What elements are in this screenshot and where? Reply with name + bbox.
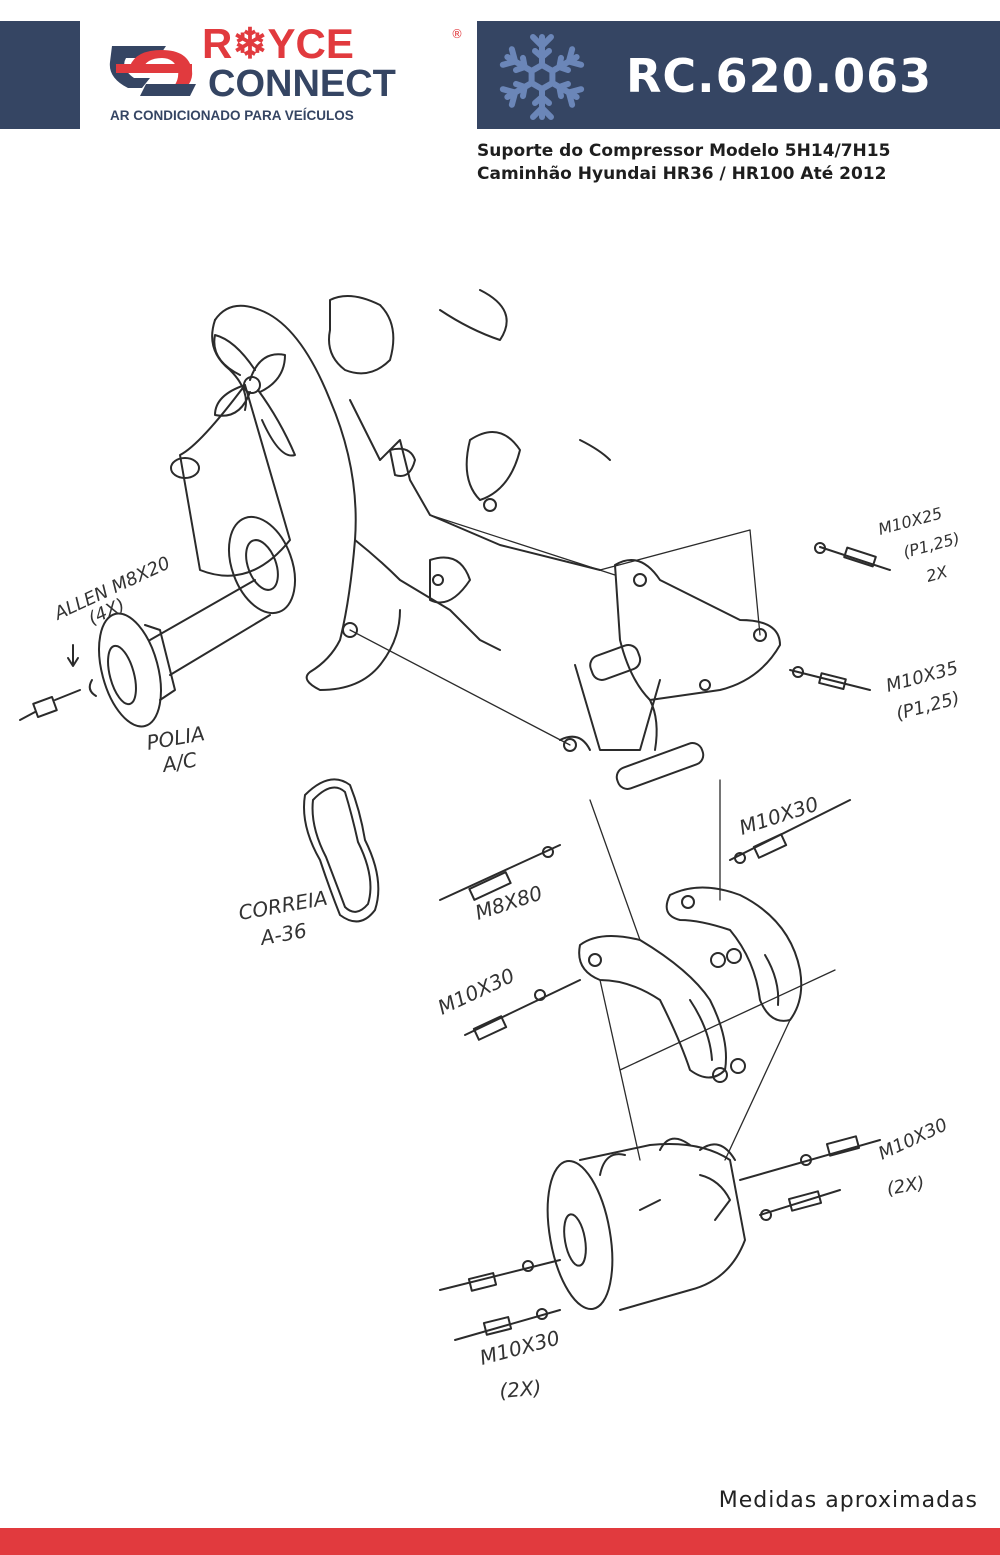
product-description-line2: Caminhão Hyundai HR36 / HR100 Até 2012 <box>477 164 887 184</box>
brand-name-bottom: CONNECT <box>208 63 396 105</box>
fasteners <box>439 542 891 1341</box>
label-m10x25-pitch: (P1,25) <box>901 529 962 562</box>
upper-bracket <box>559 559 781 790</box>
diagram-labels: ALLEN M8X20 (4X) POLIA A/C CORREIA A-36 … <box>50 504 962 1403</box>
registered-mark: ® <box>451 27 463 41</box>
lower-bracket-left <box>578 935 727 1079</box>
bottom-red-bar <box>0 1528 1000 1555</box>
idler-pulley <box>170 457 200 479</box>
alignment-lines <box>349 514 836 1161</box>
lower-bracket-right <box>665 886 803 1022</box>
label-m8x80: M8X80 <box>472 881 545 925</box>
crank-pulley <box>228 515 296 615</box>
label-correia-1: CORREIA <box>237 886 330 925</box>
ac-pulley <box>98 612 176 728</box>
header-left-block <box>0 21 80 129</box>
brand-name-top: R❄YCE <box>202 22 354 67</box>
label-m10x30-a: M10X30 <box>736 792 821 840</box>
engine-block <box>211 289 611 691</box>
label-m10x30-d-qty: (2X) <box>498 1375 542 1403</box>
product-code: RC.620.063 <box>626 49 933 103</box>
belt-a36 <box>303 778 380 923</box>
snowflake-icon <box>497 34 587 122</box>
engine-belt <box>179 384 291 577</box>
bracket-nuts <box>710 948 746 1083</box>
royce-logo-icon <box>109 46 196 96</box>
compressor <box>546 1137 746 1311</box>
label-m10x25-qty: 2X <box>924 562 950 586</box>
label-polia-2: A/C <box>159 747 199 777</box>
label-m10x30-c-qty: (2X) <box>885 1173 926 1200</box>
label-m10x25: M10X25 <box>876 504 944 539</box>
product-description: Suporte do Compressor Modelo 5H14/7H15 C… <box>477 140 987 186</box>
exploded-assembly-drawing: ALLEN M8X20 (4X) POLIA A/C CORREIA A-36 … <box>19 289 962 1403</box>
product-description-line1: Suporte do Compressor Modelo 5H14/7H15 <box>477 141 891 161</box>
allen-bolt <box>19 644 97 721</box>
label-m10x35-pitch: (P1,25) <box>894 688 962 725</box>
approximate-measures-note: Medidas aproximadas <box>718 1488 978 1513</box>
label-m10x30-c: M10X30 <box>875 1114 951 1164</box>
brand-tagline: AR CONDICIONADO PARA VEÍCULOS <box>110 108 354 123</box>
header-right-block <box>477 21 1000 129</box>
label-correia-2: A-36 <box>257 918 309 950</box>
label-m10x30-d: M10X30 <box>477 1325 562 1369</box>
fan <box>213 334 296 457</box>
royce-logo: R❄YCE ® CONNECT AR CONDICIONADO PARA VEÍ… <box>109 22 463 123</box>
label-m10x30-b: M10X30 <box>434 963 518 1019</box>
